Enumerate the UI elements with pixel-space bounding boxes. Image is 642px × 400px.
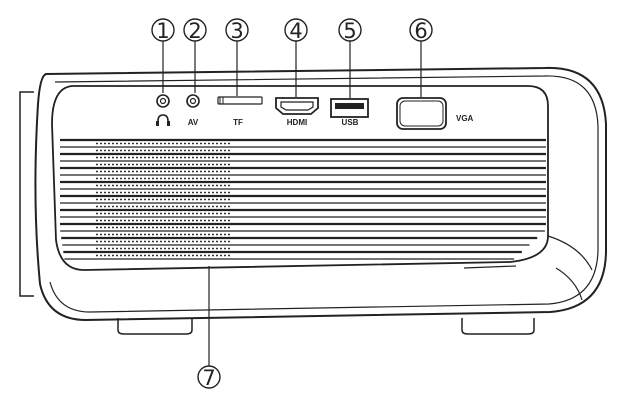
av-label: AV (188, 118, 199, 127)
callout-1: 1 (151, 18, 175, 93)
headphone-jack[interactable] (156, 94, 170, 108)
projector-body-outer (34, 66, 607, 322)
side-contour (463, 235, 593, 301)
callout-3: 3 (225, 18, 249, 96)
svg-text:1: 1 (156, 19, 169, 43)
vga-port[interactable] (396, 97, 447, 130)
projector-body-ridge (49, 75, 599, 313)
left-foot (117, 318, 193, 335)
usb-port[interactable] (330, 98, 369, 118)
headphone-icon (156, 114, 170, 126)
vga-label: VGA (456, 114, 474, 123)
usb-label: USB (342, 118, 359, 127)
hdmi-port[interactable] (275, 97, 319, 115)
svg-text:7: 7 (202, 366, 215, 390)
right-foot (461, 318, 535, 335)
callout-5: 5 (338, 18, 362, 98)
tf-card-slot[interactable] (217, 96, 263, 105)
callout-7: 7 (197, 266, 221, 390)
av-jack[interactable] (186, 94, 200, 108)
hdmi-label: HDMI (287, 118, 307, 127)
svg-text:2: 2 (188, 19, 201, 43)
callout-4: 4 (284, 18, 308, 97)
side-lip (19, 91, 34, 297)
callout-2: 2 (183, 18, 207, 93)
tf-label: TF (233, 118, 243, 127)
svg-text:6: 6 (414, 19, 427, 43)
front-panel (51, 85, 549, 271)
ventilation-grille (60, 138, 546, 260)
svg-text:5: 5 (343, 19, 356, 43)
svg-text:3: 3 (230, 19, 243, 43)
svg-text:4: 4 (289, 19, 302, 43)
callout-6: 6 (409, 18, 433, 97)
